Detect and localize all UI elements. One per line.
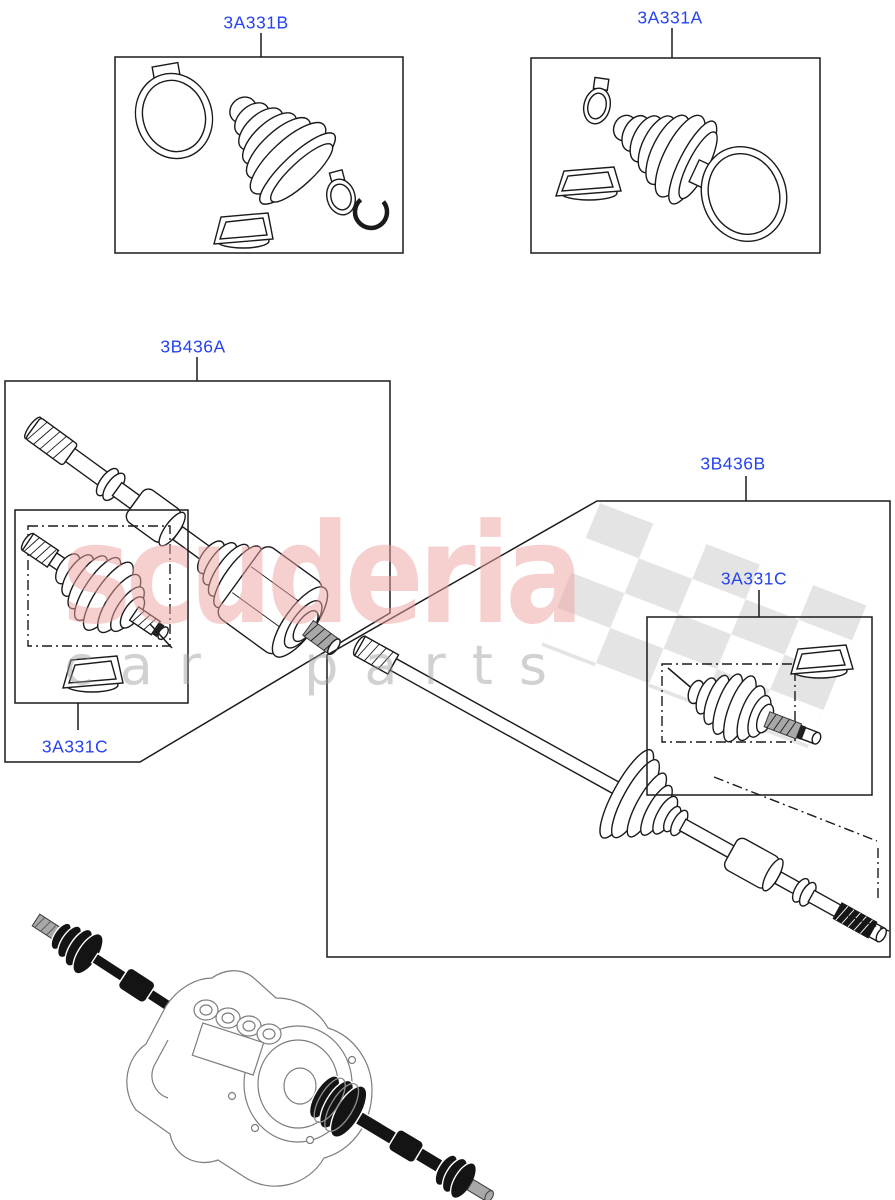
snap-ring-drawing [352,197,390,231]
cv-joint-drawing [687,673,822,745]
watermark-tagline-text: car parts [64,634,573,697]
cv-boot-drawing [229,96,337,205]
large-clamp-drawing [134,61,214,160]
halfshaft-drawing [24,416,341,658]
grease-pack-drawing [555,166,622,201]
large-clamp-drawing [688,145,788,243]
callout-3a331c-right[interactable]: 3A331C [720,568,788,589]
box-3b436b [326,476,891,958]
transaxle-illustration [31,913,494,1200]
halfshaft-drawing [352,635,888,943]
cv-boot-drawing [612,114,718,205]
watermark-brand-text: scuderia [62,495,579,655]
box-3a331a [530,28,821,254]
callout-3b436a[interactable]: 3B436A [160,336,226,357]
small-clamp-drawing [325,168,357,216]
small-clamp-drawing [582,76,612,125]
watermark: scuderia car parts [62,495,584,697]
grease-pack-drawing [790,644,854,679]
callout-3a331a[interactable]: 3A331A [637,7,703,28]
callout-3a331c-left[interactable]: 3A331C [41,736,109,757]
box-3a331b [114,33,404,254]
axle-right-section [308,1075,494,1200]
inner-box-3a331c-left [14,509,189,730]
callout-3b436b[interactable]: 3B436B [700,453,766,474]
checkered-flag-watermark [541,503,867,749]
grease-pack-drawing [62,655,124,693]
callout-3a331b[interactable]: 3A331B [223,12,289,33]
box-3b436a [4,357,391,763]
grease-pack-drawing [213,212,274,249]
inner-box-3a331c-right [646,590,873,796]
